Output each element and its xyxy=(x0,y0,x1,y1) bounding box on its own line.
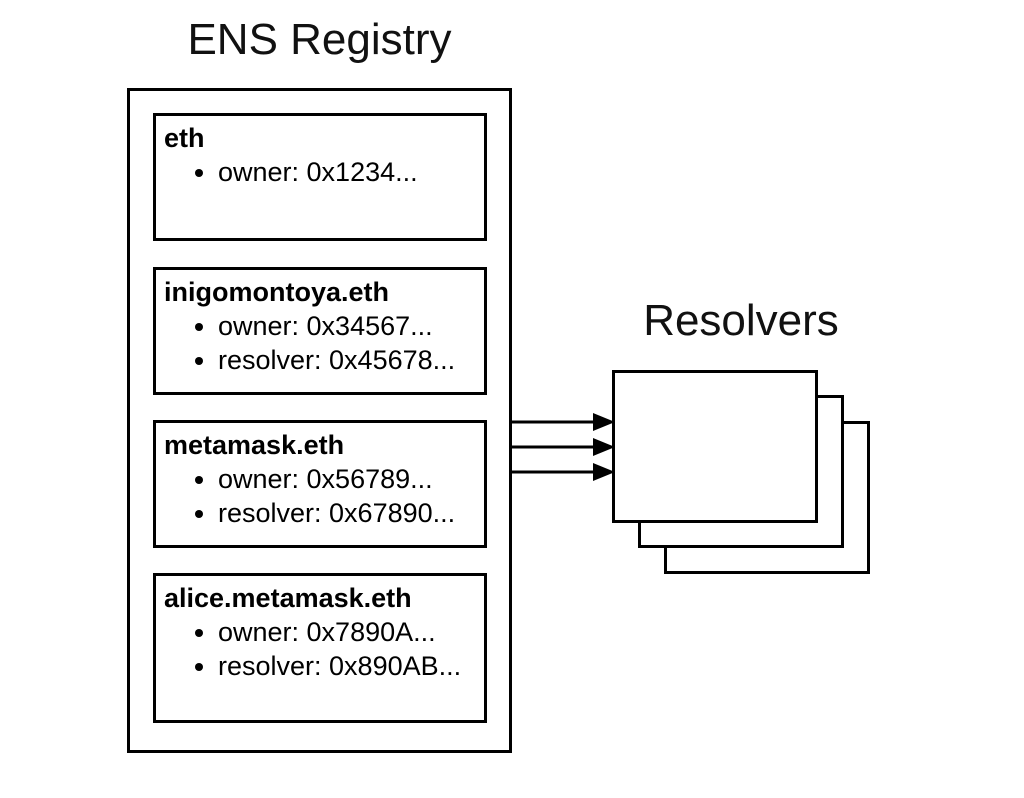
registry-record-alice: alice.metamask.eth owner: 0x7890A... res… xyxy=(153,573,487,723)
registry-record-eth: eth owner: 0x1234... xyxy=(153,113,487,241)
record-name: alice.metamask.eth xyxy=(164,583,412,613)
record-property: owner: 0x34567... xyxy=(218,309,484,343)
record-property-list: owner: 0x7890A... resolver: 0x890AB... xyxy=(156,615,484,683)
resolver-card-front xyxy=(612,370,818,523)
registry-record-metamask: metamask.eth owner: 0x56789... resolver:… xyxy=(153,420,487,548)
record-property: owner: 0x1234... xyxy=(218,155,484,189)
record-property-list: owner: 0x1234... xyxy=(156,155,484,189)
ens-registry-title: ENS Registry xyxy=(187,15,452,64)
record-property-list: owner: 0x56789... resolver: 0x67890... xyxy=(156,462,484,530)
registry-to-resolvers-arrows xyxy=(511,413,615,481)
arrow-right-icon xyxy=(511,463,615,481)
record-property: owner: 0x56789... xyxy=(218,462,484,496)
record-property: resolver: 0x45678... xyxy=(218,343,484,377)
arrow-right-icon xyxy=(511,438,615,456)
record-name: eth xyxy=(164,123,205,153)
record-name: metamask.eth xyxy=(164,430,345,460)
arrow-right-icon xyxy=(511,413,615,431)
registry-record-inigomontoya: inigomontoya.eth owner: 0x34567... resol… xyxy=(153,267,487,395)
record-property: owner: 0x7890A... xyxy=(218,615,484,649)
resolvers-title: Resolvers xyxy=(643,296,839,345)
record-property-list: owner: 0x34567... resolver: 0x45678... xyxy=(156,309,484,377)
record-name: inigomontoya.eth xyxy=(164,277,389,307)
record-property: resolver: 0x67890... xyxy=(218,496,484,530)
record-property: resolver: 0x890AB... xyxy=(218,649,484,683)
